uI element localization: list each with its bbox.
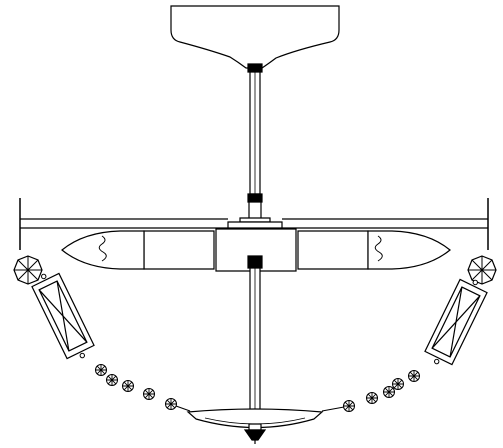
ceiling-canopy <box>171 6 339 68</box>
central-hub <box>216 218 296 271</box>
arm-bar <box>20 198 488 250</box>
bottom-finial <box>245 424 265 444</box>
left-bulb <box>62 231 144 269</box>
right-bulb <box>368 231 450 269</box>
right-crystal-garland <box>322 255 497 412</box>
left-bead <box>106 374 118 386</box>
left-crystal-prism <box>28 267 98 365</box>
right-bead <box>383 386 395 398</box>
left-bead <box>95 364 107 376</box>
left-large-rosette <box>13 255 43 285</box>
right-bead <box>343 400 355 412</box>
upper-stem <box>248 64 262 220</box>
candle-sleeves <box>144 231 368 269</box>
left-bead <box>143 388 155 400</box>
right-bead <box>366 392 378 404</box>
right-bead <box>408 370 420 382</box>
left-crystal-garland <box>13 255 190 411</box>
right-large-rosette <box>467 255 497 285</box>
left-bead <box>122 380 134 392</box>
left-bead <box>165 398 177 410</box>
right-bead <box>392 378 404 390</box>
lower-stem <box>250 268 260 418</box>
right-crystal-prism <box>421 273 491 371</box>
